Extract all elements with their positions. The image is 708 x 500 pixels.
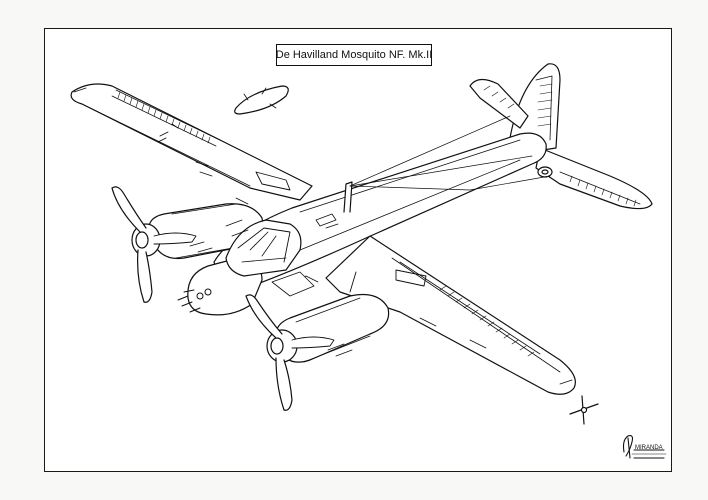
port-wing — [70, 83, 313, 205]
port-engine — [111, 186, 264, 303]
loose-propeller-part — [569, 395, 599, 425]
nose-guns — [177, 288, 212, 313]
svg-text:MIRANDA: MIRANDA — [635, 445, 663, 451]
inner-wing-panels — [225, 219, 315, 297]
drawing-title-box: De Havilland Mosquito NF. Mk.II — [276, 44, 432, 66]
drawing-title: De Havilland Mosquito NF. Mk.II — [275, 49, 433, 61]
artist-signature-logo: MIRANDA — [622, 435, 667, 459]
starboard-wing — [325, 235, 576, 395]
nose-cockpit — [177, 219, 302, 316]
tail-section — [469, 63, 653, 210]
drop-tank-part — [234, 85, 289, 115]
starboard-engine — [245, 271, 390, 411]
